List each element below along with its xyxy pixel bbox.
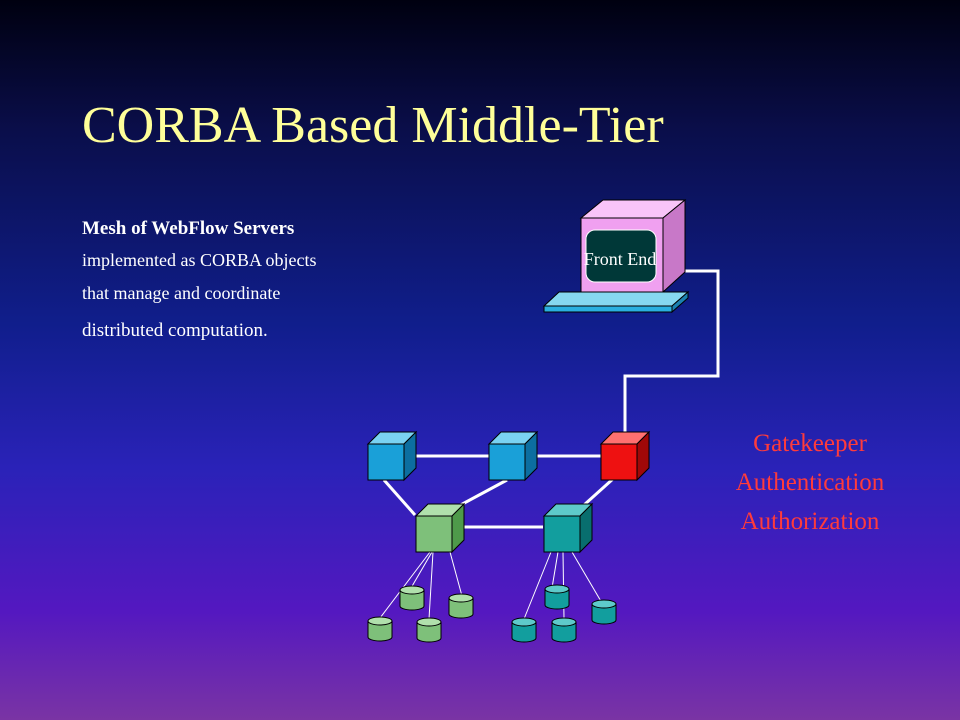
cylinder-top	[448, 593, 474, 603]
front-end-monitor	[542, 198, 690, 314]
keyboard-side	[671, 290, 689, 314]
cylinder-body	[448, 598, 474, 619]
gatekeeper-line: Authorization	[740, 508, 880, 535]
storage-cylinder-green	[448, 593, 474, 619]
cylinder-top	[416, 617, 442, 627]
cylinder-top	[591, 599, 617, 609]
storage-cylinder-teal	[544, 584, 570, 610]
server-cube-green	[414, 502, 466, 554]
storage-cylinder-teal	[511, 617, 537, 643]
cube-front	[415, 515, 453, 553]
mesh-link	[582, 476, 616, 507]
mesh-link	[454, 478, 508, 510]
storage-link	[571, 551, 603, 604]
cylinder-body	[544, 589, 570, 610]
cylinder-body	[591, 604, 617, 625]
storage-link	[379, 551, 431, 619]
storage-link	[449, 551, 463, 597]
monitor-screen	[585, 229, 657, 283]
storage-link	[523, 551, 552, 620]
gatekeeper-line: Authentication	[735, 469, 885, 496]
cube-front	[600, 443, 638, 481]
front-end-label: Front End	[584, 249, 657, 269]
gatekeeper-line: Gatekeeper	[753, 430, 867, 457]
description-block: Mesh of WebFlow Servers implemented as C…	[82, 218, 316, 354]
storage-cylinder-green	[367, 616, 393, 642]
cylinder-top	[367, 616, 393, 626]
cylinder-body	[511, 622, 537, 643]
description-line: that manage and coordinate	[82, 283, 281, 303]
mesh-link	[382, 479, 417, 516]
description-line: distributed computation.	[82, 320, 268, 341]
description-heading: Mesh of WebFlow Servers	[82, 218, 295, 239]
cylinder-body	[399, 590, 425, 611]
keyboard-front	[543, 305, 673, 313]
storage-link	[428, 551, 434, 620]
keyboard-top	[542, 291, 690, 307]
server-cube-teal	[542, 502, 594, 554]
storage-cylinder-teal	[551, 617, 577, 643]
server-cube-blue	[487, 430, 539, 482]
storage-link	[410, 551, 433, 589]
gatekeeper-server-cube	[599, 430, 651, 482]
cylinder-body	[416, 622, 442, 643]
server-mesh-links	[382, 454, 616, 529]
storage-cylinder-green	[399, 585, 425, 611]
slide-title: CORBA Based Middle-Tier	[82, 97, 664, 154]
storage-cylinder-teal	[591, 599, 617, 625]
cube-front	[488, 443, 526, 481]
cylinder-top	[399, 585, 425, 595]
cylinder-body	[551, 622, 577, 643]
cylinder-body	[367, 621, 393, 642]
cube-front	[543, 515, 581, 553]
server-cube-blue	[366, 430, 418, 482]
storage-cylinder-green	[416, 617, 442, 643]
connection-cable	[623, 269, 720, 440]
cylinder-top	[551, 617, 577, 627]
description-line: implemented as CORBA objects	[82, 250, 317, 270]
cube-front	[367, 443, 405, 481]
storage-link	[551, 551, 559, 589]
cylinder-top	[544, 584, 570, 594]
gatekeeper-label: Gatekeeper Authentication Authorization	[700, 424, 920, 541]
cylinder-top	[511, 617, 537, 627]
